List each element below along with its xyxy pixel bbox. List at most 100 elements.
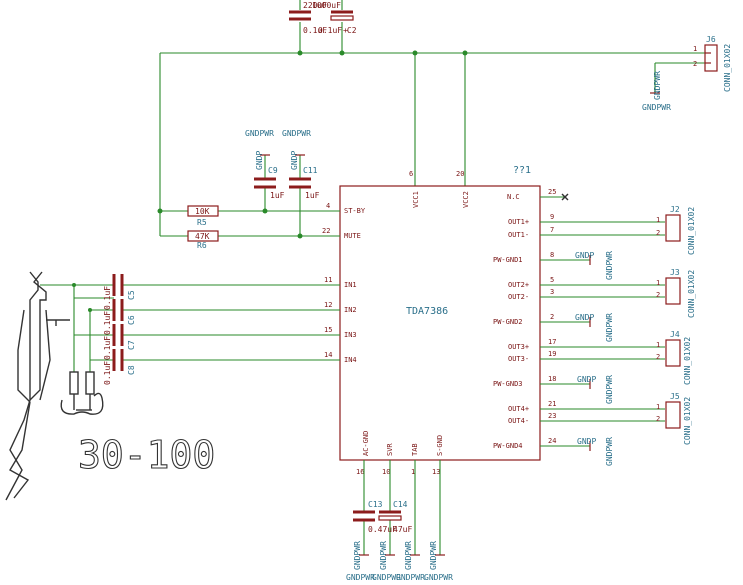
svg-text:GNDPWR: GNDPWR <box>379 541 388 570</box>
top-cap-label-4: 0.1uF C2 <box>318 26 357 35</box>
svg-text:SVR: SVR <box>386 443 394 456</box>
c14-value: 47uF <box>393 525 412 534</box>
c13-ref: C13 <box>368 500 383 509</box>
svg-text:GNDP: GNDP <box>290 151 299 170</box>
svg-text:9: 9 <box>550 213 554 221</box>
svg-text:16: 16 <box>356 468 364 476</box>
svg-text:VCC1: VCC1 <box>412 191 420 208</box>
svg-text:11: 11 <box>324 276 332 284</box>
svg-text:IN4: IN4 <box>344 356 357 364</box>
svg-text:AC-GND: AC-GND <box>362 431 370 456</box>
r6-value: 47K <box>195 232 210 241</box>
svg-text:ST-BY: ST-BY <box>344 207 366 215</box>
svg-text:CONN_01X02: CONN_01X02 <box>683 337 692 385</box>
svg-text:1: 1 <box>656 341 660 349</box>
svg-text:J4: J4 <box>670 330 680 339</box>
chip-right-pins: N.C 25 OUT1+ 9 OUT1- 7 PW-GND1 8 OUT2+ 5… <box>493 188 569 450</box>
svg-text:10: 10 <box>382 468 390 476</box>
svg-text:PW-GND4: PW-GND4 <box>493 442 523 450</box>
input-capacitors: C5 C6 C7 C8 0.1uF 0.1uF 0.1uF 0.1uF <box>40 274 315 385</box>
svg-text:GNDPWR: GNDPWR <box>653 71 662 100</box>
svg-text:1: 1 <box>656 403 660 411</box>
chip-tda7386: TDA7386 ??1 VCC1 6 VCC2 20 ST-BY 4 MUTE … <box>315 165 569 476</box>
svg-text:OUT2-: OUT2- <box>508 293 529 301</box>
svg-text:S-GND: S-GND <box>436 435 444 456</box>
svg-text:GNDPWR: GNDPWR <box>605 437 614 466</box>
c13-value: 0.47uF <box>368 525 397 534</box>
svg-text:17: 17 <box>548 338 556 346</box>
supply-rail <box>159 0 705 236</box>
svg-text:13: 13 <box>432 468 440 476</box>
j6-ref: J6 <box>706 35 716 44</box>
connector-j6: 1 2 J6 CONN_01X02 GNDPWR GNDPWR <box>642 35 732 112</box>
svg-text:GNDP: GNDP <box>577 437 596 446</box>
svg-text:C5: C5 <box>127 290 136 300</box>
c11-value: 1uF <box>305 191 320 200</box>
svg-text:IN3: IN3 <box>344 331 357 339</box>
svg-text:3: 3 <box>550 288 554 296</box>
svg-text:0.1uF: 0.1uF <box>103 311 112 335</box>
svg-text:0.1uF: 0.1uF <box>103 286 112 310</box>
svg-text:CONN_01X02: CONN_01X02 <box>687 270 696 318</box>
connector-j2: 1 2 J2 CONN_01X02 <box>656 205 696 255</box>
connector-j4: 1 2 J4 CONN_01X02 <box>656 330 692 385</box>
svg-text:VCC2: VCC2 <box>462 191 470 208</box>
top-capacitors: 220uF 0.1uF 1000uF 0.1uF C2 + <box>289 1 357 35</box>
svg-text:8: 8 <box>550 251 554 259</box>
standby-mute-network: 10K R5 47K R6 C9 1uF C11 1uF GNDPWR GNDP… <box>157 129 320 250</box>
svg-text:1: 1 <box>411 468 415 476</box>
top-cap-label-1: 220uF <box>303 1 327 10</box>
svg-text:23: 23 <box>548 412 556 420</box>
hand-note: 30-100 <box>78 433 215 477</box>
svg-text:PW-GND3: PW-GND3 <box>493 380 523 388</box>
chip-ref: ??1 <box>513 165 531 176</box>
svg-text:GNDPWR: GNDPWR <box>429 541 438 570</box>
j6-gnd-label: GNDPWR <box>642 103 671 112</box>
svg-text:24: 24 <box>548 437 556 445</box>
svg-text:GNDPWR: GNDPWR <box>372 573 401 582</box>
c9-ref: C9 <box>268 166 278 175</box>
output-wiring: GNDP GNDP GNDP GNDP GNDPWR GNDPWR GNDPWR… <box>540 221 665 466</box>
r5-value: 10K <box>195 207 210 216</box>
c14-ref: C14 <box>393 500 408 509</box>
svg-text:GNDPWR: GNDPWR <box>396 573 425 582</box>
svg-text:PW-GND2: PW-GND2 <box>493 318 523 326</box>
c11-ref: C11 <box>303 166 318 175</box>
svg-text:6: 6 <box>409 170 413 178</box>
svg-text:GNDPWR: GNDPWR <box>424 573 453 582</box>
svg-text:7: 7 <box>550 226 554 234</box>
svg-text:5: 5 <box>550 276 554 284</box>
svg-text:J5: J5 <box>670 392 680 401</box>
svg-text:14: 14 <box>324 351 332 359</box>
svg-text:OUT4-: OUT4- <box>508 417 529 425</box>
svg-text:GNDPWR: GNDPWR <box>404 541 413 570</box>
svg-text:12: 12 <box>324 301 332 309</box>
svg-text:22: 22 <box>322 227 330 235</box>
r6-ref: R6 <box>197 241 207 250</box>
top-cap-label-2: 0.1uF <box>303 26 327 35</box>
c9-value: 1uF <box>270 191 285 200</box>
svg-text:GNDPWR: GNDPWR <box>605 313 614 342</box>
svg-text:C6: C6 <box>127 315 136 325</box>
svg-text:GNDP: GNDP <box>575 313 594 322</box>
svg-text:GNDPWR: GNDPWR <box>605 375 614 404</box>
svg-text:21: 21 <box>548 400 556 408</box>
chip-name: TDA7386 <box>406 306 448 317</box>
hand-drawn-jack: 30-100 <box>5 271 216 501</box>
svg-text:4: 4 <box>326 202 330 210</box>
svg-text:C7: C7 <box>127 340 136 350</box>
svg-text:OUT3+: OUT3+ <box>508 343 529 351</box>
svg-text:GNDPWR: GNDPWR <box>605 251 614 280</box>
svg-text:1: 1 <box>656 279 660 287</box>
svg-text:OUT3-: OUT3- <box>508 355 529 363</box>
svg-text:GNDPWR: GNDPWR <box>245 129 274 138</box>
svg-text:15: 15 <box>324 326 332 334</box>
j6-value: CONN_01X02 <box>723 44 732 92</box>
j6-pin2: 2 <box>693 60 697 68</box>
connector-j5: 1 2 J5 CONN_01X02 <box>656 392 692 445</box>
chip-left-pins: ST-BY 4 MUTE 22 IN1 11 IN2 12 IN3 15 IN4… <box>315 202 366 364</box>
svg-text:GNDP: GNDP <box>255 151 264 170</box>
svg-text:0.1uF: 0.1uF <box>103 336 112 360</box>
svg-text:MUTE: MUTE <box>344 232 361 240</box>
